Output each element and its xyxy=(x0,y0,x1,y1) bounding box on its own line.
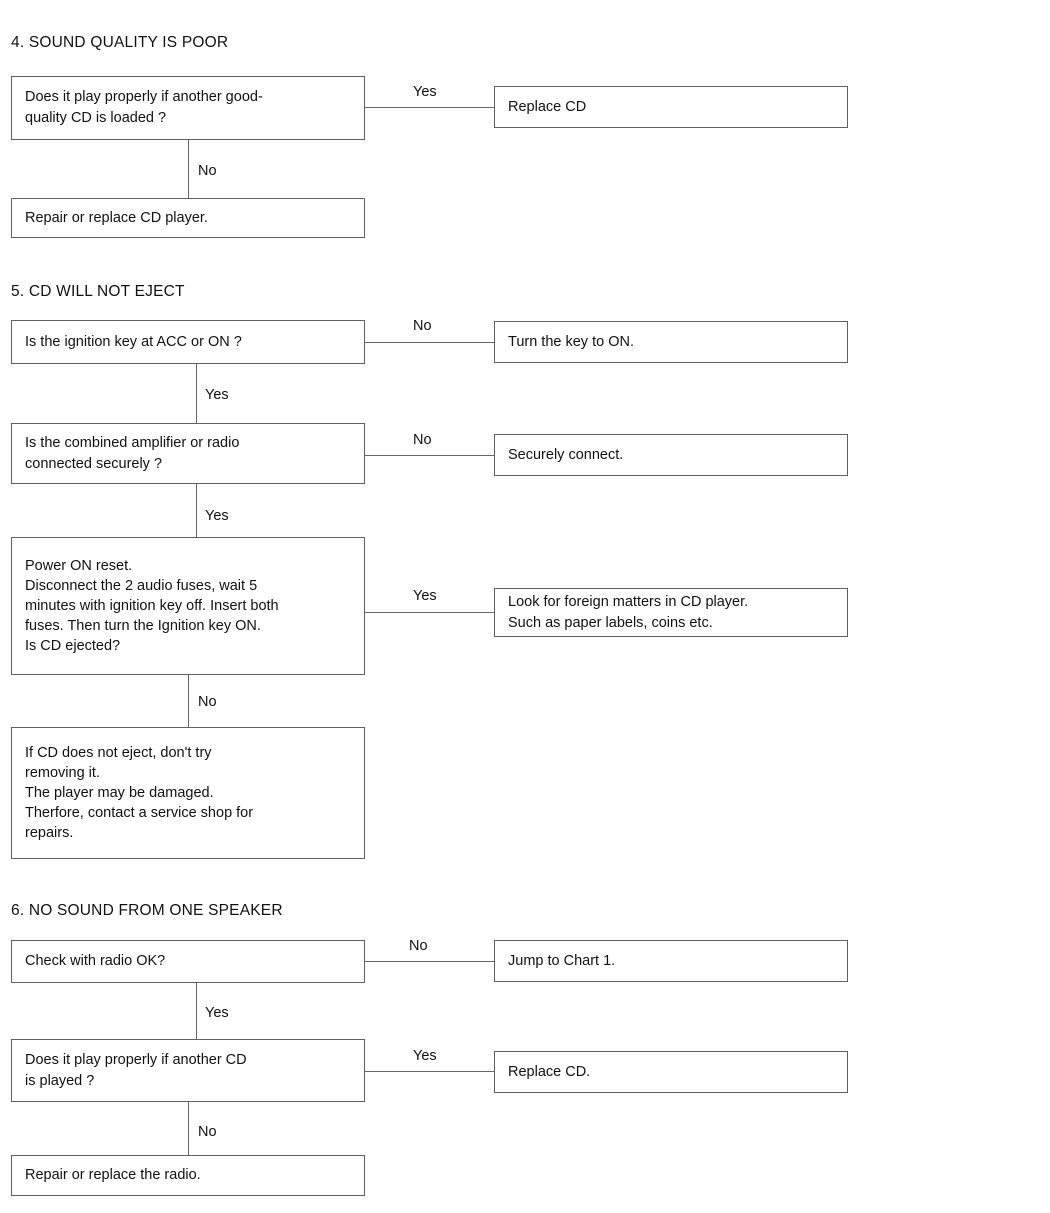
node-label: Turn the key to ON. xyxy=(508,333,634,350)
node-label: Does it play properly if another CD is p… xyxy=(25,1051,247,1089)
connector-section5-q1-to-no xyxy=(365,342,494,343)
connector-section6-q1-to-yes xyxy=(196,983,197,1039)
node-label: Securely connect. xyxy=(508,446,624,463)
node-section6-question-2[interactable]: Does it play properly if another CD is p… xyxy=(11,1039,365,1102)
branch-label-no: No xyxy=(413,432,432,448)
node-section5-q3-yes-result[interactable]: Look for foreign matters in CD player. S… xyxy=(494,588,848,637)
section-heading-5: 5. CD WILL NOT EJECT xyxy=(11,283,185,300)
node-section5-question-2[interactable]: Is the combined amplifier or radio conne… xyxy=(11,423,365,484)
node-label: Replace CD. xyxy=(508,1063,591,1080)
connector-section4-q1-to-no xyxy=(188,140,189,198)
node-label: Replace CD xyxy=(508,98,587,115)
node-section5-question-3[interactable]: Power ON reset. Disconnect the 2 audio f… xyxy=(11,537,365,675)
node-section6-q2-yes-result[interactable]: Replace CD. xyxy=(494,1051,848,1093)
node-label: Jump to Chart 1. xyxy=(508,952,616,969)
connector-section5-q3-to-yes xyxy=(365,612,494,613)
connector-section4-q1-to-yes xyxy=(365,107,494,108)
connector-section6-q1-to-no xyxy=(365,961,494,962)
node-section4-question-1[interactable]: Does it play properly if another good- q… xyxy=(11,76,365,140)
node-section4-no-result[interactable]: Repair or replace CD player. xyxy=(11,198,365,238)
section-heading-4: 4. SOUND QUALITY IS POOR xyxy=(11,34,229,51)
connector-section5-q1-to-yes xyxy=(196,364,197,423)
node-label: Repair or replace CD player. xyxy=(25,209,208,226)
node-label: Check with radio OK? xyxy=(25,953,166,969)
branch-label-yes: Yes xyxy=(413,84,437,100)
branch-label-yes: Yes xyxy=(413,588,437,604)
node-label: Look for foreign matters in CD player. S… xyxy=(508,593,749,631)
node-section5-q3-no-result[interactable]: If CD does not eject, don't try removing… xyxy=(11,727,365,859)
node-section5-q1-no-result[interactable]: Turn the key to ON. xyxy=(494,321,848,363)
branch-label-yes: Yes xyxy=(205,387,229,403)
connector-section5-q2-to-yes xyxy=(196,484,197,537)
node-section6-question-1[interactable]: Check with radio OK? xyxy=(11,940,365,983)
connector-section5-q3-to-no xyxy=(188,675,189,727)
node-label: Repair or replace the radio. xyxy=(25,1167,201,1183)
connector-section6-q2-to-yes xyxy=(365,1071,494,1072)
connector-section5-q2-to-no xyxy=(365,455,494,456)
node-label: Is the combined amplifier or radio conne… xyxy=(25,434,240,472)
node-label: If CD does not eject, don't try removing… xyxy=(25,745,254,841)
node-section4-yes-result[interactable]: Replace CD xyxy=(494,86,848,128)
branch-label-no: No xyxy=(409,938,428,954)
node-section5-question-1[interactable]: Is the ignition key at ACC or ON ? xyxy=(11,320,365,364)
connector-section6-q2-to-no xyxy=(188,1102,189,1155)
node-section6-q2-no-result[interactable]: Repair or replace the radio. xyxy=(11,1155,365,1196)
branch-label-no: No xyxy=(198,163,217,179)
node-section5-q2-no-result[interactable]: Securely connect. xyxy=(494,434,848,476)
node-label: Does it play properly if another good- q… xyxy=(25,89,263,126)
node-section6-q1-no-result[interactable]: Jump to Chart 1. xyxy=(494,940,848,982)
branch-label-no: No xyxy=(198,1124,217,1140)
section-heading-6: 6. NO SOUND FROM ONE SPEAKER xyxy=(11,902,283,919)
branch-label-yes: Yes xyxy=(205,1005,229,1021)
node-label: Power ON reset. Disconnect the 2 audio f… xyxy=(25,558,279,654)
branch-label-yes: Yes xyxy=(205,508,229,524)
branch-label-no: No xyxy=(198,694,217,710)
branch-label-no: No xyxy=(413,318,432,334)
node-label: Is the ignition key at ACC or ON ? xyxy=(25,333,242,350)
branch-label-yes: Yes xyxy=(413,1048,437,1064)
